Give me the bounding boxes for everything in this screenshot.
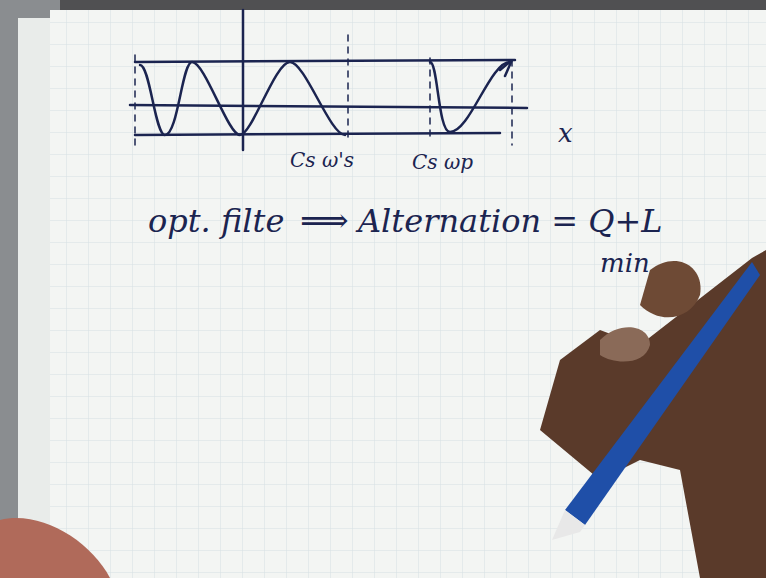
axis-label: Cs ω's xyxy=(290,150,354,170)
grid xyxy=(50,10,766,578)
axis-name: x xyxy=(558,120,573,146)
axis-label: Cs ωp xyxy=(412,152,473,172)
wave-sketch xyxy=(130,10,527,150)
handwritten-note: Alternation = Q+L xyxy=(358,205,663,237)
hand-with-pen xyxy=(0,250,766,578)
handwritten-note: opt. filte xyxy=(148,205,284,237)
implies-arrow: ⟹ xyxy=(300,203,349,237)
handwritten-note: min xyxy=(600,250,650,276)
paper xyxy=(50,10,766,578)
